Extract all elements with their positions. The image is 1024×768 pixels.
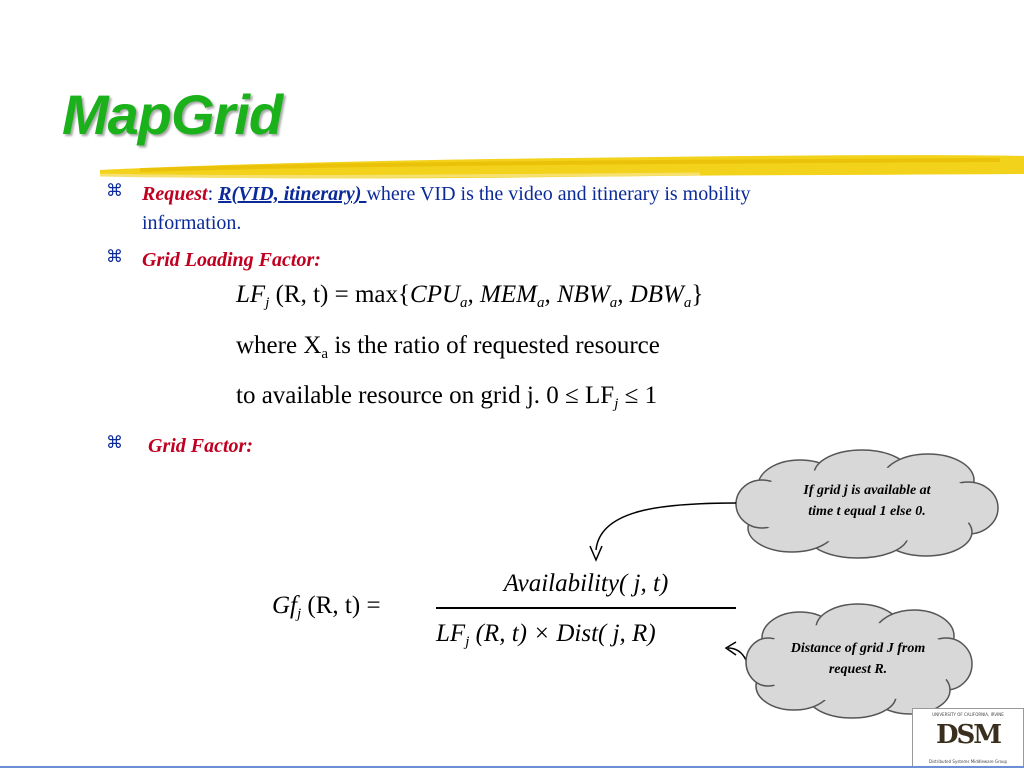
logo-university-text: UNIVERSITY OF CALIFORNIA, IRVINE [932,712,1004,717]
logo-caption: Distributed Systems Middleware Group [928,759,1008,764]
availability-callout-cloud [735,449,999,559]
request-link[interactable]: R(VID, itinerary) [218,183,367,205]
bullet-icon: ⌘ [106,433,123,453]
request-label: Request [142,183,208,205]
request-colon: : [207,183,214,205]
request-description: where VID is the video and itinerary is … [366,183,751,205]
gf-denominator: LFj (R, t) × Dist( j, R) [436,620,656,650]
request-description-line2: information. [142,212,242,234]
availability-callout-text: If grid j is available at time t equal 1… [803,483,931,519]
ratio-definition-line1: where Xa is the ratio of requested resou… [236,332,660,362]
bullet-icon: ⌘ [106,181,123,201]
ratio-definition-line2: to available resource on grid j. 0 ≤ LFj… [236,382,658,412]
bottom-rule [0,766,1024,768]
gf-equation-lhs: Gfj (R, t) = [272,592,381,622]
logo-mark: DSM [935,720,1002,750]
fraction-bar [436,607,736,609]
dsm-logo: UNIVERSITY OF CALIFORNIA, IRVINE DSM Dis… [912,708,1024,768]
distance-callout-text: Distance of grid J from request R. [790,641,926,677]
bullet-icon: ⌘ [106,247,123,267]
grid-loading-factor-label: Grid Loading Factor: [142,249,321,271]
gf-numerator: Availability( j, t) [503,570,669,597]
highlighter-stroke [100,155,1024,179]
grid-factor-label: Grid Factor: [148,435,253,457]
bullet-grid-loading-factor: ⌘ Grid Loading Factor: [106,246,506,276]
bullet-request: ⌘ Request: R(VID, itinerary) where VID i… [106,180,926,240]
bullet-grid-factor: ⌘ Grid Factor: [106,432,406,462]
slide-title: MapGrid [62,83,283,146]
lf-equation: LFj (R, t) = max{CPUa, MEMa, NBWa, DBWa} [236,281,704,311]
distance-callout-cloud [745,603,973,719]
